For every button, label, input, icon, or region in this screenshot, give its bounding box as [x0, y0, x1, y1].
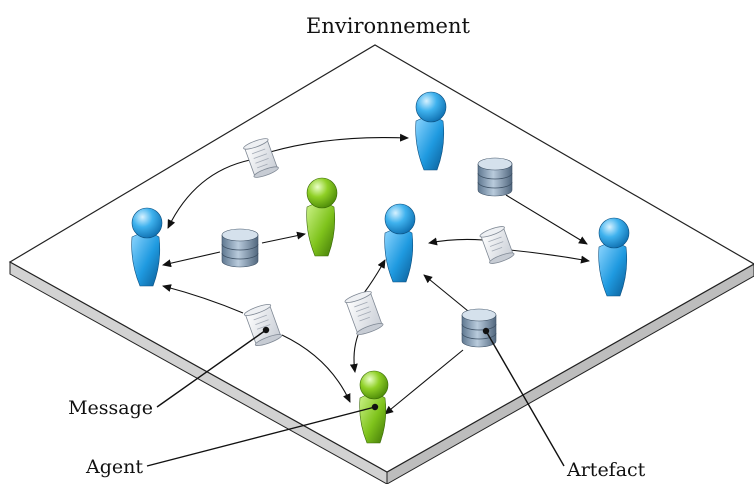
arrow-artefact-to-agent: [261, 231, 306, 244]
messages: [243, 138, 515, 346]
arrow-artefact-to-agent: [505, 194, 588, 245]
callouts: [146, 329, 565, 467]
agent-green-icon: [359, 370, 389, 444]
arrow-message-to-agent: [509, 249, 590, 264]
arrow-message-to-agent: [363, 259, 386, 294]
agent-blue-icon: [598, 217, 630, 297]
message-scroll-icon: [243, 138, 279, 178]
agent-blue-icon: [384, 203, 416, 283]
arrow-message-to-agent: [428, 237, 484, 246]
callout-line-message: [156, 329, 267, 408]
interaction-arrows: [162, 133, 590, 415]
agent-blue-icon: [131, 207, 163, 287]
label-agent: Agent: [85, 456, 143, 478]
callout-dot-message: [262, 326, 270, 334]
artefact-database-icon: [221, 228, 259, 268]
callout-dot-artefact: [482, 327, 490, 335]
message-scroll-icon: [243, 304, 283, 346]
arrow-message-to-agent: [167, 159, 251, 229]
label-artefact: Artefact: [566, 459, 646, 481]
agent-blue-icon: [415, 91, 447, 171]
artefacts: [221, 157, 513, 348]
arrow-message-to-agent: [269, 133, 409, 153]
agent-green-icon: [306, 177, 338, 257]
message-scroll-icon: [344, 291, 384, 335]
arrow-message-to-agent: [162, 284, 244, 314]
artefact-database-icon: [461, 308, 497, 348]
callout-dot-agent: [371, 403, 379, 411]
label-message: Message: [68, 397, 153, 419]
agents: [131, 91, 630, 444]
arrow-artefact-to-agent: [384, 349, 464, 415]
callout-line-agent: [146, 406, 376, 467]
callout-dots: [262, 326, 490, 411]
message-scroll-icon: [479, 226, 515, 264]
callout-line-artefact: [485, 330, 565, 467]
artefact-database-icon: [477, 157, 513, 197]
arrow-message-to-agent: [349, 334, 359, 373]
environment-title: Environnement: [306, 14, 470, 38]
arrow-message-to-agent: [281, 334, 351, 403]
arrow-artefact-to-agent: [162, 251, 221, 268]
arrow-artefact-to-agent: [423, 274, 469, 312]
